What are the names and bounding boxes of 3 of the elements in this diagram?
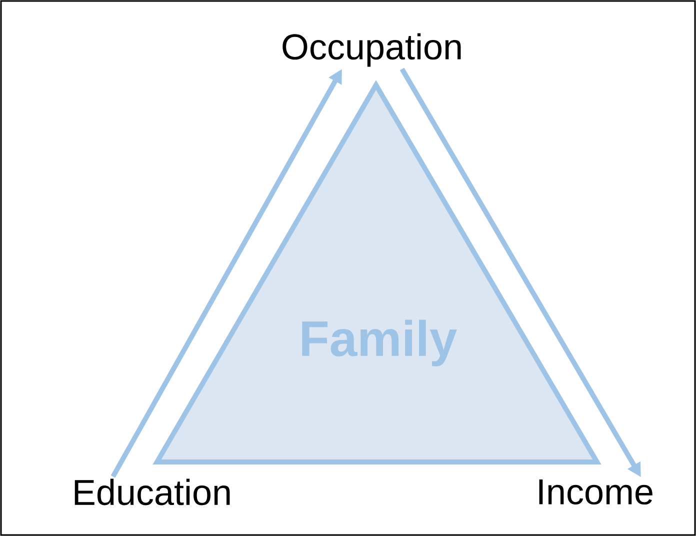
label-text: Occupation <box>282 33 461 67</box>
label-text: Education <box>74 478 230 506</box>
label-text: Income <box>539 479 652 505</box>
